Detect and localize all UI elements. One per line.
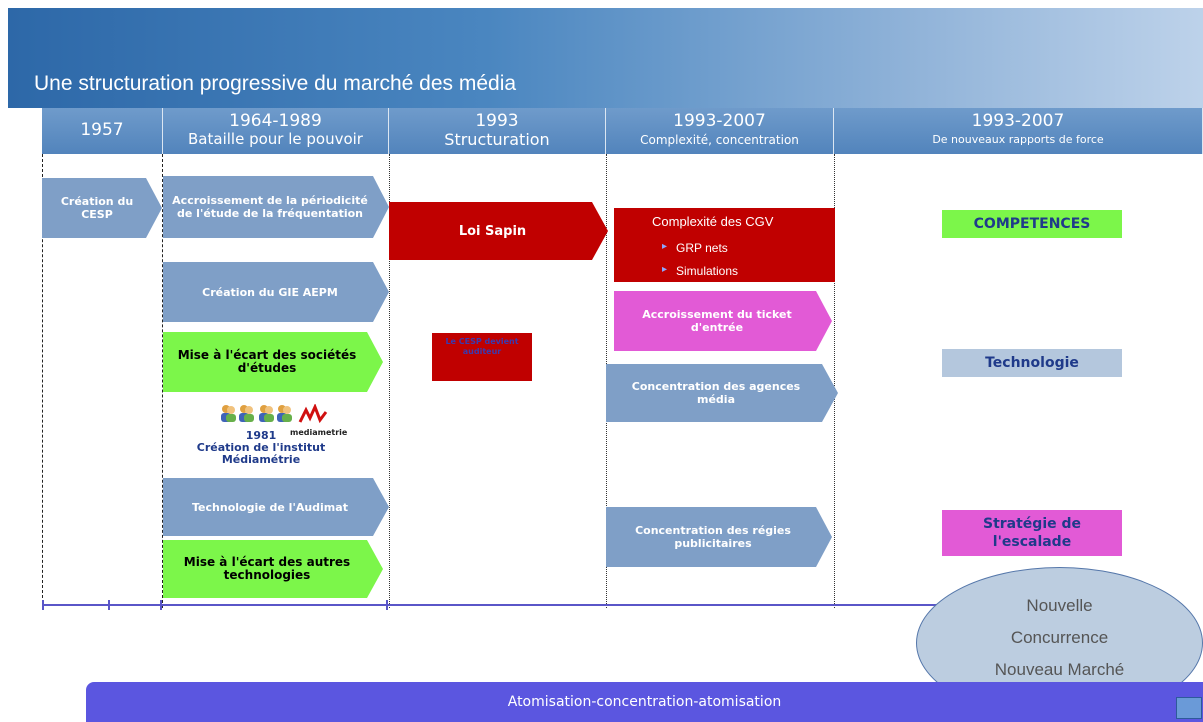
mediametrie-logo-icon — [298, 404, 328, 424]
header-year: 1993-2007 — [971, 111, 1065, 131]
ellipse-line: Nouveau Marché — [994, 660, 1125, 679]
title-banner — [8, 8, 1203, 108]
ticket-arrow: Accroissement du ticket d'entrée — [614, 291, 832, 351]
column-divider — [834, 154, 835, 608]
accroissement-arrow: Accroissement de la périodicité de l'étu… — [163, 176, 389, 238]
people-icon — [221, 405, 236, 422]
header-sub: Complexité, concentration — [640, 133, 799, 147]
header-1993-2007-b: 1993-2007 De nouveaux rapports de force — [834, 108, 1203, 154]
ellipse-line: Nouvelle — [1026, 596, 1093, 615]
header-1993-2007-a: 1993-2007 Complexité, concentration — [606, 108, 834, 154]
header-sub: De nouveaux rapports de force — [932, 133, 1104, 146]
technologie-box: Technologie — [942, 349, 1122, 377]
header-sub: Structuration — [444, 130, 550, 149]
ellipse-line: Concurrence — [1010, 628, 1109, 647]
header-year: 1957 — [80, 120, 124, 140]
mediametrie-year: 1981 — [245, 429, 277, 442]
mediametrie-text: Création de l'institut Médiamétrie — [196, 441, 326, 466]
ecart-tech-arrow: Mise à l'écart des autres technologies — [163, 540, 383, 598]
cgv-item: Simulations — [662, 264, 738, 278]
header-1964-1989: 1964-1989 Bataille pour le pouvoir — [163, 108, 389, 154]
gie-aepm-arrow: Création du GIE AEPM — [163, 262, 389, 322]
cesp-auditeur-box: Le CESP devient auditeur — [432, 333, 532, 381]
mediametrie-logo-text: mediametrie — [290, 428, 348, 437]
people-icon — [277, 405, 292, 422]
axis-tick — [108, 600, 110, 610]
header-year: 1993 — [475, 111, 519, 131]
axis-tick — [160, 600, 162, 610]
header-1957: 1957 — [42, 108, 163, 154]
header-sub: Bataille pour le pouvoir — [188, 130, 363, 148]
bottom-bar-label: Atomisation-concentration-atomisation — [507, 694, 782, 710]
cgv-title: Complexité des CGV — [652, 214, 774, 229]
header-1993: 1993 Structuration — [389, 108, 606, 154]
agences-arrow: Concentration des agences média — [606, 364, 838, 422]
bottom-bar: Atomisation-concentration-atomisation — [86, 682, 1203, 722]
axis-tick — [42, 600, 44, 610]
cgv-box: Complexité des CGV GRP nets Simulations — [614, 208, 835, 282]
header-year: 1993-2007 — [673, 111, 766, 131]
axis-tick — [386, 600, 388, 610]
people-icon — [259, 405, 274, 422]
cesp-creation-arrow: Création du CESP — [42, 178, 162, 238]
strategie-box: Stratégie de l'escalade — [942, 510, 1122, 556]
competences-box: COMPETENCES — [942, 210, 1122, 238]
mediametrie-caption: 1981 Création de l'institut Médiamétrie — [176, 430, 346, 466]
slide-title: Une structuration progressive du marché … — [34, 72, 517, 95]
column-divider — [42, 154, 43, 608]
cgv-item: GRP nets — [662, 241, 728, 255]
column-divider — [389, 154, 390, 608]
corner-square — [1176, 697, 1202, 719]
timeline-axis — [42, 604, 947, 606]
header-year: 1964-1989 — [229, 111, 322, 131]
ecart-etudes-arrow: Mise à l'écart des sociétés d'études — [163, 332, 383, 392]
column-divider — [162, 154, 163, 608]
loi-sapin-arrow: Loi Sapin — [389, 202, 608, 260]
people-icon — [239, 405, 254, 422]
regies-arrow: Concentration des régies publicitaires — [606, 507, 832, 567]
audimat-arrow: Technologie de l'Audimat — [163, 478, 389, 536]
